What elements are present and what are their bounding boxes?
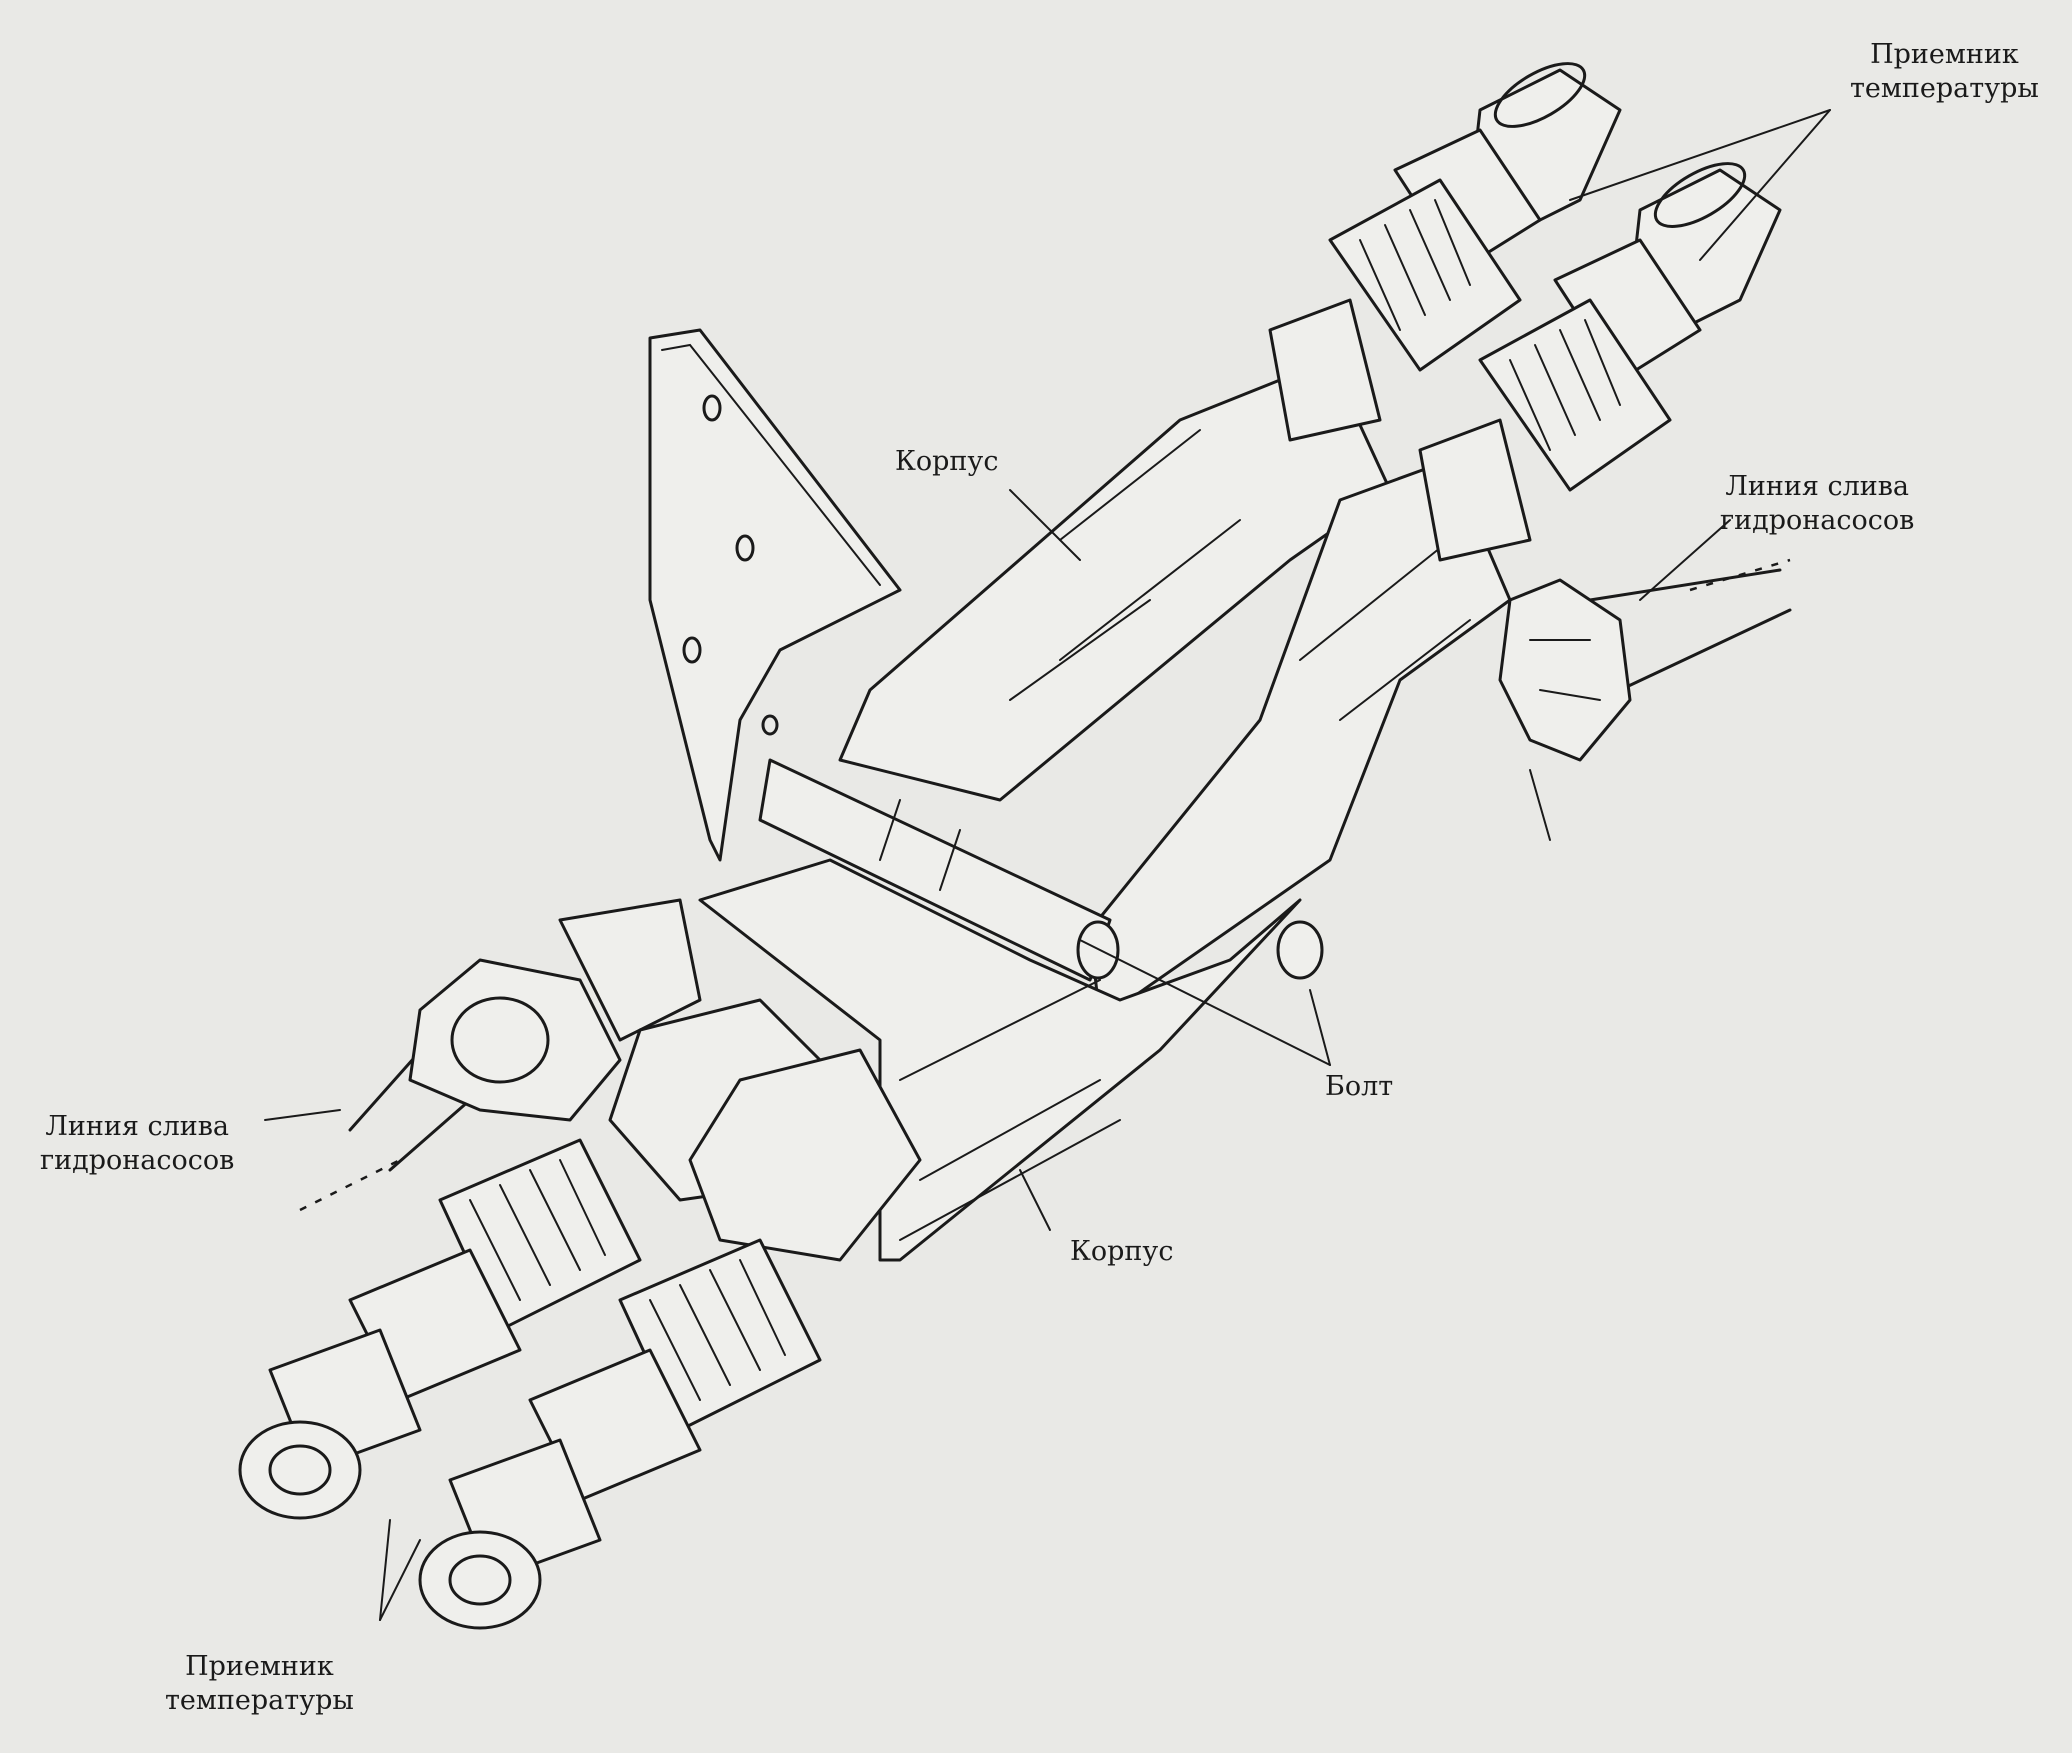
- label-housing-upper-text: Корпус: [895, 446, 999, 477]
- label-bolt: Болт: [1325, 1070, 1393, 1104]
- bolt-rod: [758, 758, 1324, 982]
- label-drain-left: Линия слива гидронасосов: [40, 1110, 234, 1178]
- mount-bracket: [648, 328, 902, 862]
- label-probe-bottom-left-line1: Приемник: [185, 1651, 334, 1682]
- label-drain-right-line1: Линия слива: [1725, 471, 1910, 502]
- label-drain-right-line2: гидронасосов: [1720, 505, 1915, 536]
- lower-probe-1: [238, 998, 842, 1520]
- label-probe-top-right-line2: температуры: [1850, 73, 2039, 104]
- label-drain-left-line2: гидронасосов: [40, 1145, 235, 1176]
- label-bolt-text: Болт: [1325, 1071, 1394, 1102]
- label-probe-bottom-left: Приемник температуры: [165, 1650, 354, 1718]
- leader-lines: [264, 109, 1831, 1621]
- label-probe-top-right: Приемник температуры: [1850, 38, 2039, 106]
- label-housing-lower: Корпус: [1070, 1235, 1173, 1269]
- label-housing-upper: Корпус: [895, 445, 998, 479]
- label-drain-right: Линия слива гидронасосов: [1720, 470, 1914, 538]
- drain-line-right: [1498, 558, 1792, 841]
- label-probe-bottom-left-line2: температуры: [165, 1685, 354, 1716]
- upper-probe-1: [1268, 62, 1622, 442]
- lower-probe-2: [418, 1048, 922, 1630]
- drain-line-left: [299, 898, 702, 1212]
- label-probe-top-right-line1: Приемник: [1870, 39, 2019, 70]
- label-housing-lower-text: Корпус: [1070, 1236, 1174, 1267]
- label-drain-left-line1: Линия слива: [45, 1111, 230, 1142]
